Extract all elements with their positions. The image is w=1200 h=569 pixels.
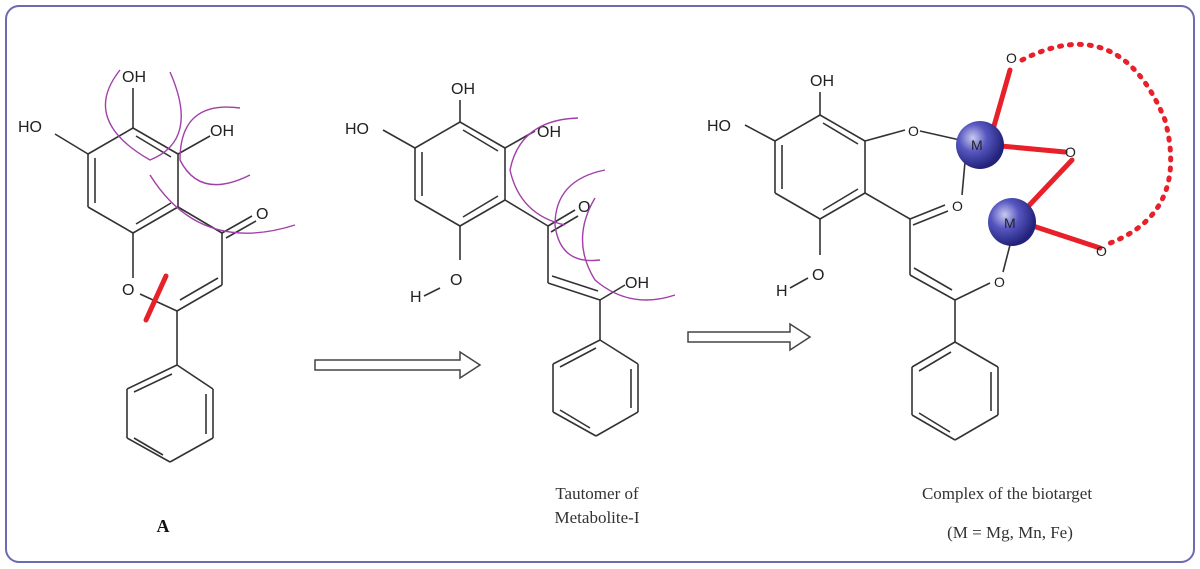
complex-caption-line2: (M = Mg, Mn, Fe) [947, 523, 1073, 542]
a-oh-top-label: OH [122, 69, 146, 86]
metabolite-oh-right-label: OH [537, 124, 561, 141]
metabolite-caption-line1: Tautomer of [555, 484, 639, 503]
a-oh-right-label: OH [210, 123, 234, 140]
structure-metabolite: OH HO OH O O H OH Tautomer of Metabolite… [345, 81, 676, 527]
a-cleavage-bond [143, 273, 169, 323]
metabolite-caption-line2: Metabolite-I [555, 508, 640, 527]
b-ring [126, 364, 214, 463]
metabolite-ho-left-label: HO [345, 121, 369, 138]
a-ring-o-label: O [122, 282, 134, 299]
complex-trihydroxy-ring [774, 114, 866, 220]
reaction-arrow-1 [314, 350, 482, 380]
complex-bridging-o-label-bottom: O [1096, 243, 1107, 259]
structure-a: OH HO OH O O A [18, 69, 296, 536]
metabolite-carbonyl-o-label: O [578, 199, 590, 216]
a-fragmentation-arc-1 [104, 69, 182, 161]
complex-caption-line1: Complex of the biotarget [922, 484, 1092, 503]
complex-phenyl-ring [911, 341, 999, 441]
metabolite-arc-1 [509, 117, 579, 226]
metal-sphere-2 [988, 198, 1036, 246]
metabolite-enol-oh-label: OH [625, 275, 649, 292]
complex-h-label: H [776, 283, 788, 300]
complex-phenol-o-label: O [812, 267, 824, 284]
a-carbonyl-o-label: O [256, 206, 268, 223]
reaction-arrow-2 [687, 322, 812, 352]
complex-ho-left-label: HO [707, 118, 731, 135]
metabolite-arc-2 [554, 169, 606, 262]
complex-bridging-o-label-top: O [1006, 50, 1017, 66]
metabolite-phenyl-ring [552, 339, 639, 437]
metabolite-phenol-o-label: O [450, 272, 462, 289]
metabolite-h-label: H [410, 289, 422, 306]
metabolite-trihydroxy-ring [414, 121, 506, 227]
structure-complex: OH HO O M M O O O O O O H Complex of the… [707, 41, 1174, 542]
complex-bridging-o-label-mid: O [1065, 144, 1076, 160]
metal-label-2: M [1004, 215, 1016, 231]
metal-label-1: M [971, 137, 983, 153]
a-fragmentation-arc-2 [179, 106, 251, 186]
a-ring [87, 127, 179, 234]
a-fragmentation-arc-3 [149, 174, 296, 234]
complex-phenoxide-o-label: O [908, 123, 919, 139]
complex-carbonyl-o-label: O [952, 198, 963, 214]
structure-a-label: A [157, 516, 170, 536]
complex-enolate-o-label: O [994, 274, 1005, 290]
a-ho-left-label: HO [18, 119, 42, 136]
metal-sphere-1 [956, 121, 1004, 169]
metabolite-arc-3 [581, 197, 676, 301]
metabolite-oh-top-label: OH [451, 81, 475, 98]
complex-oh-top-label: OH [810, 73, 834, 90]
metal-oxygen-bond-4 [1027, 222, 1103, 251]
dotted-biotarget-arc [1019, 41, 1174, 248]
